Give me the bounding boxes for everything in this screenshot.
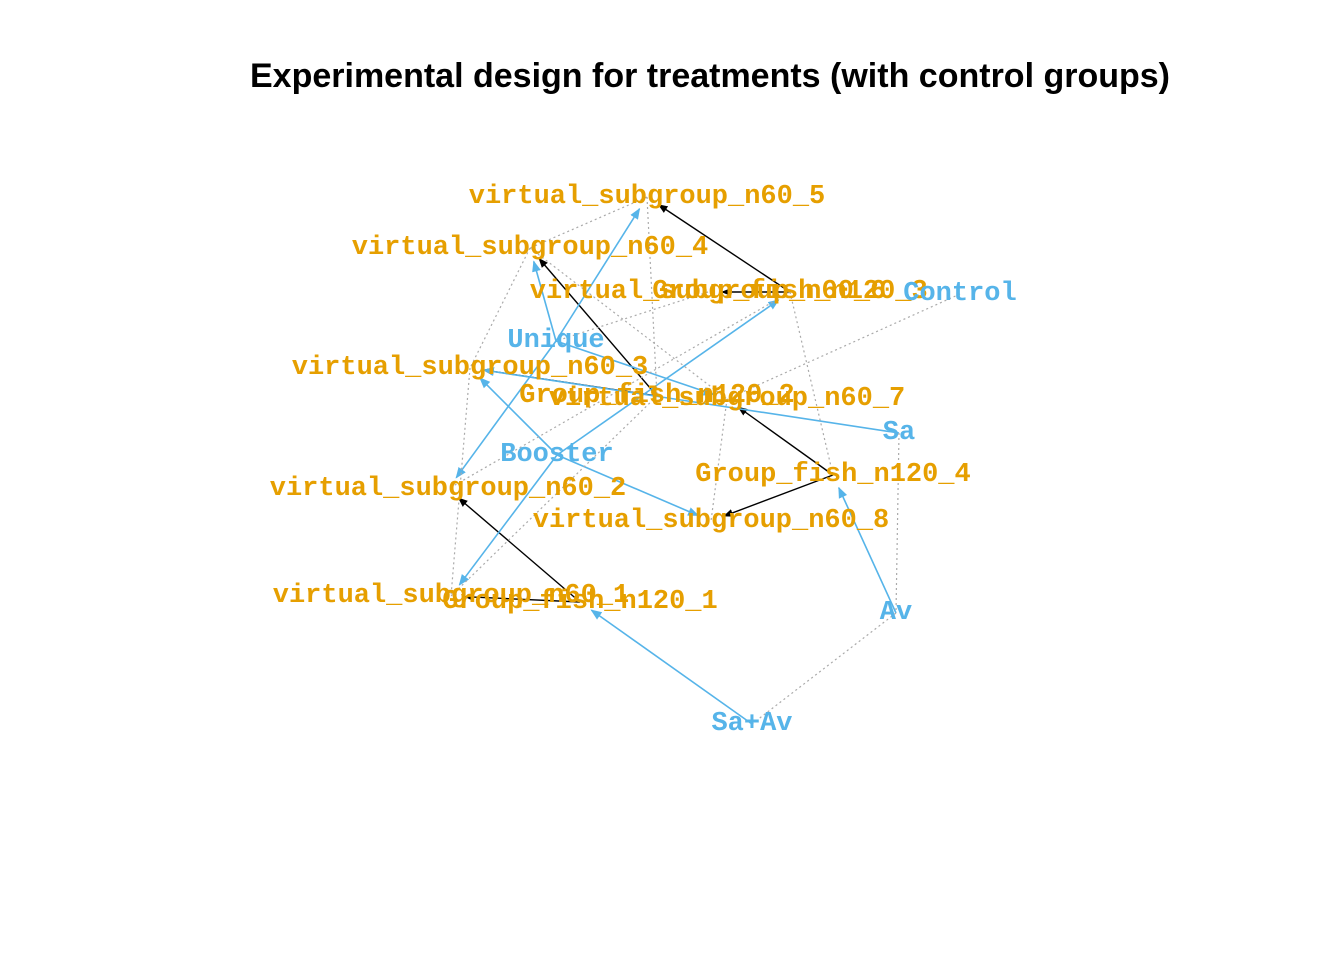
edge-v3-to-v1 [450,367,471,597]
edge-boost-to-g3 [556,299,780,456]
edge-uniq-to-v4 [532,260,557,342]
node-uniq: Unique [507,326,604,356]
edge-uniq-to-v2 [455,340,557,479]
edge-v4-to-v3 [469,247,531,369]
edge-boost-to-v3 [479,377,558,456]
edge-saav-to-g1 [590,609,753,725]
node-av: Av [880,598,912,628]
edge-g1-to-v2 [457,497,581,603]
edge-g3-to-v2 [447,291,791,490]
edge-boost-to-v8 [556,454,700,517]
node-boost: Booster [500,440,613,470]
edge-boost-to-v1 [458,454,558,586]
edge-av-to-saav [751,612,897,725]
edge-uniq-to-v7 [555,340,715,396]
node-saav: Sa+Av [711,709,792,739]
edge-g4-to-v8 [723,474,834,517]
node-g2: Group_fish_n120_2 [519,381,794,411]
edge-v5-to-g2 [646,196,658,397]
node-g3: Group_fish_n120_3 [652,277,927,307]
node-g4: Group_fish_n120_4 [695,460,970,490]
edge-sa-to-v3 [482,367,900,434]
edge-v7-to-v8 [710,398,728,522]
node-v5: virtual_subgroup_n60_5 [469,182,825,212]
node-v6: virtual_subgroup_n60_6 [530,277,886,307]
edge-av-to-g4 [838,486,897,614]
node-v3: virtual_subgroup_n60_3 [292,353,648,383]
node-v8: virtual_subgroup_n60_8 [533,506,889,536]
node-v4: virtual_subgroup_n60_4 [352,233,708,263]
edge-g1-to-v1 [464,593,581,603]
node-sa: Sa [883,418,915,448]
edge-v6-to-uniq [555,291,709,342]
node-v1: virtual_subgroup_n60_1 [273,581,629,611]
edge-layer [447,196,961,725]
diagram-title: Experimental design for treatments (with… [250,57,1170,95]
node-v2: virtual_subgroup_n60_2 [270,474,626,504]
edge-v5-to-v4 [529,196,648,249]
edge-sa-to-av [895,432,900,614]
edge-g3-to-g4 [789,291,834,476]
edge-uniq-to-v5 [555,207,641,342]
node-v7: virtual_subgroup_n60_7 [549,384,905,414]
edge-v4-to-v7 [529,247,728,400]
edge-g3-to-v5 [657,204,791,293]
node-ctrl: Control [903,279,1016,309]
edge-g4-to-v7 [737,406,834,476]
node-g1: Group_fish_n120_1 [442,587,717,617]
node-layer: virtual_subgroup_n60_5 virtual_subgroup_n… [270,182,1017,739]
